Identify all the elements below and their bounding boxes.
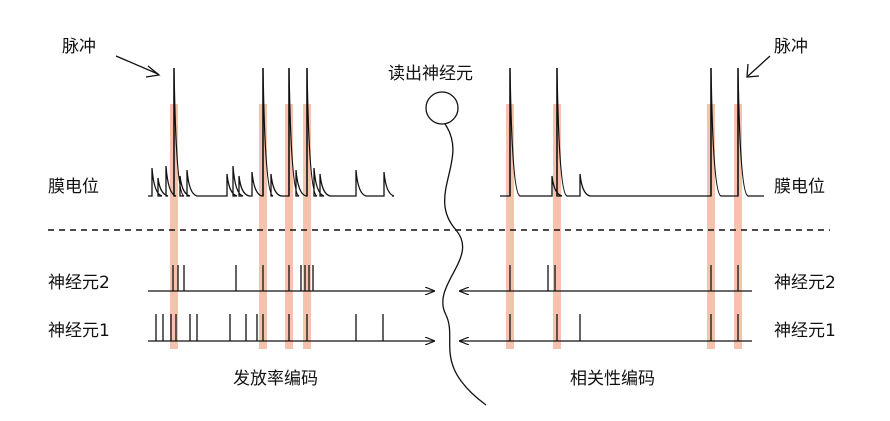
spike-label-right: 脉冲	[774, 37, 808, 57]
neuron-2-label-left: 神经元2	[48, 273, 110, 293]
output-spikes	[173, 68, 739, 196]
neuron-2-label-right: 神经元2	[774, 273, 836, 293]
membrane-potential-label-left: 膜电位	[48, 177, 99, 197]
membrane-potential-trace-left	[148, 67, 395, 197]
spike-label-left: 脉冲	[62, 37, 96, 57]
membrane-potential-trace-right	[500, 67, 764, 197]
spike-pointer-arrowhead-right	[746, 63, 760, 78]
spike-pointer-arrowhead-left	[145, 65, 161, 78]
highlight-column-4	[303, 104, 311, 349]
spike-rasters	[155, 265, 739, 341]
highlight-column-7	[707, 104, 715, 349]
highlight-column-5	[506, 104, 514, 349]
highlight-column-3	[285, 104, 293, 349]
neuron-1-label-right: 神经元1	[774, 321, 836, 341]
spike-pointer-arrow-right	[747, 55, 771, 77]
correlation-coding-label: 相关性编码	[570, 369, 655, 389]
spike-pointer-arrow-left	[115, 55, 159, 75]
highlight-column-8	[734, 104, 742, 349]
highlight-column-1	[170, 104, 178, 349]
neuron-1-label-left: 神经元1	[48, 321, 110, 341]
rate-coding-label: 发放率编码	[233, 369, 318, 389]
readout-neuron-label: 读出神经元	[388, 64, 473, 84]
readout-axon	[442, 123, 487, 406]
highlight-column-6	[553, 104, 561, 349]
synchronous-spike-highlights	[170, 104, 742, 349]
membrane-potential-label-right: 膜电位	[774, 177, 825, 197]
readout-neuron-circle	[425, 91, 459, 125]
highlight-column-2	[259, 104, 267, 349]
